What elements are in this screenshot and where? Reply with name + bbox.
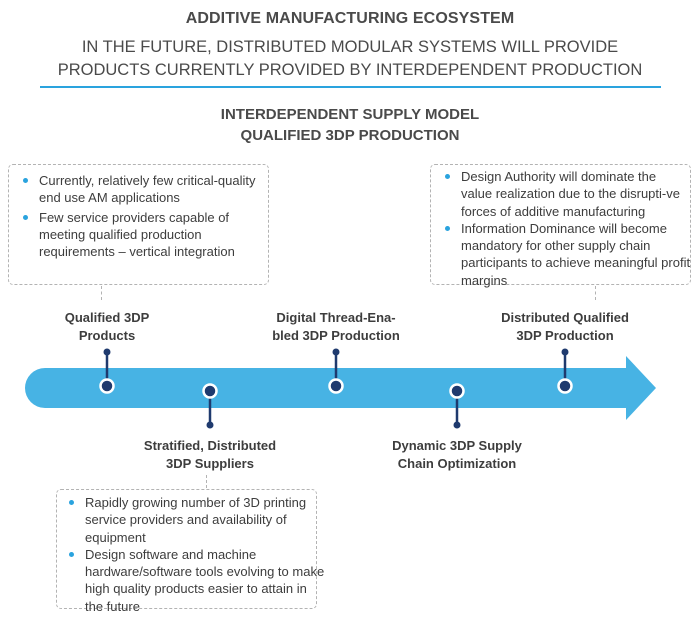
node-stem-end <box>453 421 461 429</box>
node-stem-end <box>332 348 340 356</box>
bullet-dot-icon <box>69 551 74 557</box>
page-title: ADDITIVE MANUFACTURING ECOSYSTEM <box>185 10 515 27</box>
callout-bullet: Rapidly growing number of 3D printing se… <box>67 494 307 546</box>
section-title-line-1: INTERDEPENDENT SUPPLY MODEL <box>220 106 480 123</box>
callout-current-state: Currently, relatively few critical-quali… <box>8 164 269 285</box>
callout-bullet: Design Authority will dominate the value… <box>443 168 689 220</box>
subtitle-line-1: IN THE FUTURE, DISTRIBUTED MODULAR SYSTE… <box>81 38 619 56</box>
stage-label-stratified-suppliers: Stratified, Distributed 3DP Suppliers <box>143 438 277 471</box>
bullet-dot-icon <box>23 214 28 220</box>
section-title-line-2: QUALIFIED 3DP PRODUCTION <box>240 127 460 144</box>
header-divider <box>40 86 661 88</box>
callout-bullet: Currently, relatively few critical-quali… <box>21 172 269 207</box>
timeline-node <box>328 348 344 394</box>
node-stem-end <box>561 348 569 356</box>
timeline-node <box>449 383 465 429</box>
callout-bullet: Design software and machine hardware/sof… <box>67 546 325 615</box>
bullet-dot-icon <box>23 178 28 183</box>
node-marker <box>449 383 465 399</box>
bullet-dot-icon <box>445 225 450 231</box>
callout-emerging-state: Rapidly growing number of 3D printing se… <box>56 489 324 614</box>
node-stem-end <box>103 348 111 356</box>
node-stem-end <box>206 421 214 429</box>
node-marker <box>99 378 115 394</box>
callout-bullet: Few service providers capable of meeting… <box>21 209 275 261</box>
callout-future-state: Design Authority will dominate the value… <box>430 164 691 288</box>
node-marker <box>202 383 218 399</box>
stage-label-qualified-products: Qualified 3DP Products <box>64 310 150 343</box>
bullet-dot-icon <box>69 500 74 505</box>
subtitle-line-2: PRODUCTS CURRENTLY PROVIDED BY INTERDEPE… <box>57 61 643 79</box>
node-marker <box>328 378 344 394</box>
callout-connector <box>206 475 207 488</box>
timeline-node <box>202 383 218 429</box>
page-subtitle: IN THE FUTURE, DISTRIBUTED MODULAR SYSTE… <box>0 36 700 82</box>
timeline-node <box>99 348 115 394</box>
callout-connector <box>101 286 102 300</box>
stage-label-digital-thread: Digital Thread-Ena- bled 3DP Production <box>272 310 400 343</box>
callout-connector <box>595 286 596 300</box>
callout-bullet: Information Dominance will become mandat… <box>443 220 693 289</box>
stage-label-dynamic-optimization: Dynamic 3DP Supply Chain Optimization <box>392 438 522 471</box>
bullet-dot-icon <box>445 174 450 179</box>
node-marker <box>557 378 573 394</box>
timeline-node <box>557 348 573 394</box>
section-title: INTERDEPENDENT SUPPLY MODEL QUALIFIED 3D… <box>0 104 700 146</box>
stage-label-distributed-production: Distributed Qualified 3DP Production <box>501 310 629 343</box>
